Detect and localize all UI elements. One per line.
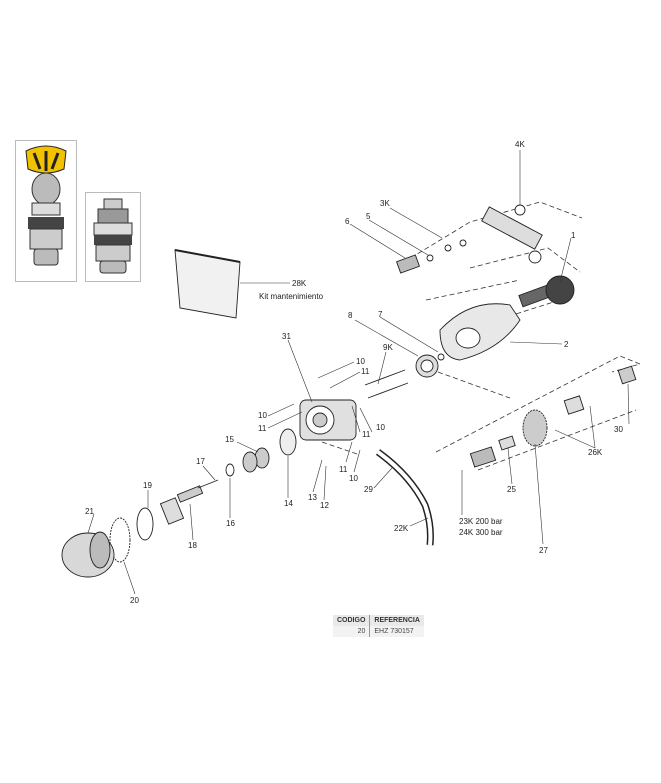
part-22k-hp-hose (375, 449, 434, 546)
regulator-din-icon (93, 198, 133, 274)
label-10-d: 10 (349, 474, 358, 483)
header-codigo: CODIGO (333, 615, 371, 626)
label-15: 15 (225, 435, 234, 444)
label-11-c: 11 (362, 430, 371, 439)
label-20: 20 (130, 596, 139, 605)
label-30: 30 (614, 425, 623, 434)
label-19: 19 (143, 481, 152, 490)
cell-reference: EHZ 730157 (369, 626, 424, 637)
label-9k: 9K (383, 343, 393, 352)
regulator-yoke-icon (25, 145, 67, 266)
part-30-din-plug (617, 365, 637, 385)
label-16: 16 (226, 519, 235, 528)
label-5: 5 (366, 212, 371, 221)
part-21-end-cap (61, 531, 115, 578)
part-9k-pins (364, 369, 409, 399)
label-10-c: 10 (376, 423, 385, 432)
label-28k-subtitle: Kit mantenimiento (259, 292, 324, 301)
label-12: 12 (320, 501, 329, 510)
part-8-retaining-ring (415, 353, 445, 378)
label-11-a: 11 (361, 367, 370, 376)
label-10-b: 10 (258, 411, 267, 420)
table-header-row: CODIGO REFERENCIA (333, 615, 424, 626)
product-photo-yoke (15, 140, 77, 282)
label-7: 7 (378, 310, 383, 319)
part-27-handwheel-din (522, 395, 585, 447)
part-28k-service-kit-bag (174, 249, 241, 319)
label-10-a: 10 (356, 357, 365, 366)
label-13: 13 (308, 493, 317, 502)
product-photo-din (85, 192, 141, 282)
header-referencia: REFERENCIA (369, 615, 424, 626)
label-11-d: 11 (339, 465, 348, 474)
reference-table: CODIGO REFERENCIA 20 EHZ 730157 (333, 615, 424, 637)
part-1-handwheel (518, 275, 575, 308)
label-2: 2 (564, 340, 569, 349)
label-25: 25 (507, 485, 516, 494)
leader-lines (87, 150, 630, 595)
cell-code: 20 (333, 626, 371, 637)
part-labels: 4K 3K 5 6 1 28K Kit mantenimiento 8 7 31… (85, 140, 623, 605)
label-3k: 3K (380, 199, 390, 208)
label-18: 18 (188, 541, 197, 550)
part-31-main-body (299, 399, 357, 441)
part-20-cap-ring (109, 517, 131, 563)
label-14: 14 (284, 499, 293, 508)
label-21: 21 (85, 507, 94, 516)
label-23k: 23K 200 bar (459, 517, 503, 526)
part-14-15-spring-and-seat (225, 428, 297, 477)
label-22k: 22K (394, 524, 409, 533)
part-2-yoke (439, 303, 521, 361)
part-6-port-plug (395, 239, 467, 274)
label-11-b: 11 (258, 424, 267, 433)
label-27: 27 (539, 546, 548, 555)
part-18-piston (159, 479, 219, 525)
label-17: 17 (196, 457, 205, 466)
label-26k: 26K (588, 448, 603, 457)
label-28k: 28K (292, 279, 307, 288)
label-31: 31 (282, 332, 291, 341)
label-29: 29 (364, 485, 373, 494)
label-6: 6 (345, 217, 350, 226)
label-24k: 24K 300 bar (459, 528, 503, 537)
part-23k-din-connector (469, 435, 516, 468)
label-8: 8 (348, 311, 353, 320)
label-4k: 4K (515, 140, 525, 149)
label-1: 1 (571, 231, 576, 240)
part-4k-yoke-knob-kit (481, 204, 543, 264)
part-19-o-ring (136, 507, 154, 541)
table-row: 20 EHZ 730157 (333, 626, 424, 637)
